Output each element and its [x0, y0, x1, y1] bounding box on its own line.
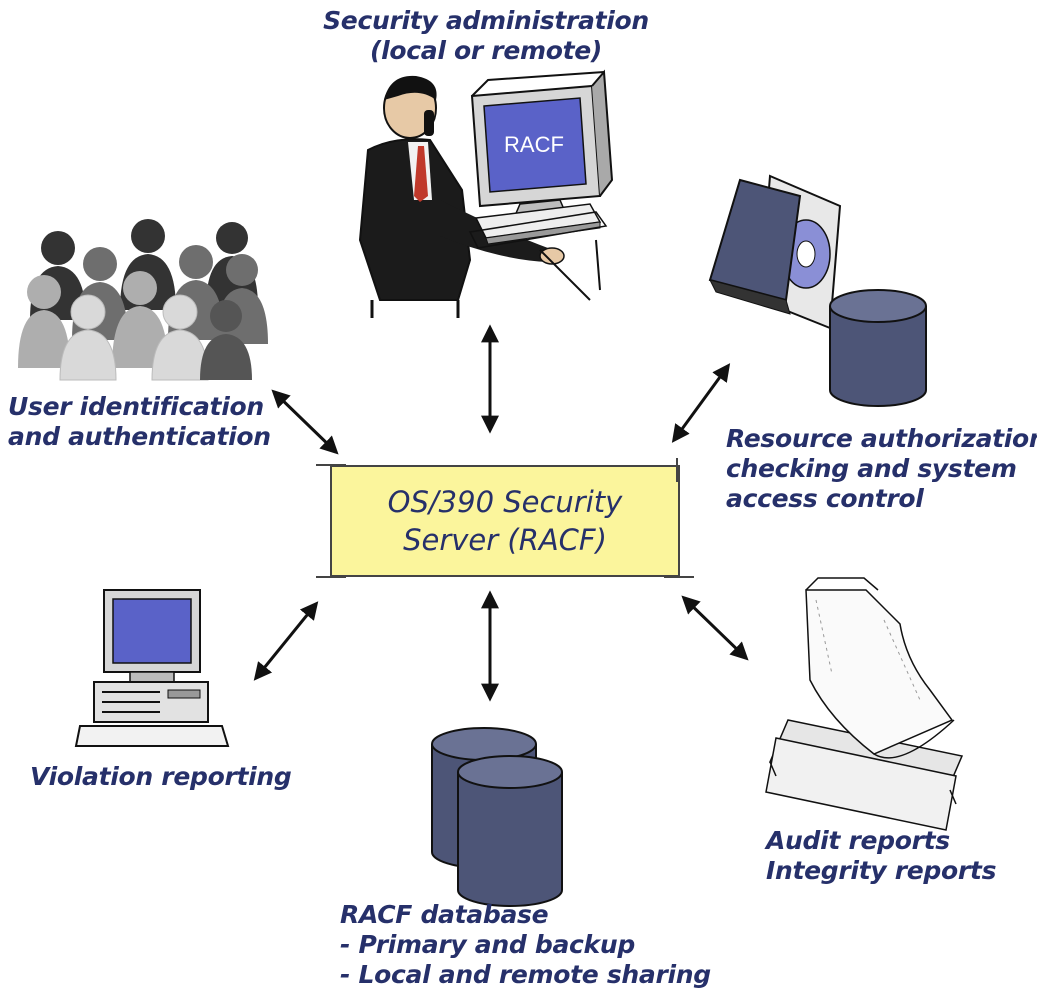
resource-label-line2: checking and system: [726, 454, 1017, 483]
admin-label: Security administration (local or remote…: [296, 6, 676, 66]
user-label: User identification and authentication: [8, 392, 271, 452]
box-corner-mark: [676, 458, 678, 482]
audit-label-line1: Audit reports: [766, 826, 950, 855]
server-title-line1: OS/390 Security: [387, 485, 623, 519]
security-server-box: OS/390 Security Server (RACF): [330, 465, 680, 577]
admin-label-line1: Security administration: [323, 6, 649, 35]
box-corner-mark: [316, 576, 346, 578]
database-label-line1: RACF database: [340, 900, 549, 929]
violation-arrow: [253, 601, 319, 681]
security-admin-icon: [358, 75, 565, 318]
database-cylinder-icon: [431, 727, 563, 907]
audit-label-line2: Integrity reports: [766, 856, 997, 885]
violation-label: Violation reporting: [30, 762, 292, 792]
database-label: RACF database - Primary and backup - Loc…: [340, 900, 711, 990]
tape-drive-icon: [708, 174, 842, 330]
user-crowd-icon: [18, 219, 268, 381]
user-arrow: [271, 389, 339, 455]
violation-computer-icon: [74, 589, 230, 747]
box-corner-mark: [316, 464, 346, 466]
user-label-line2: and authentication: [8, 422, 271, 451]
audit-arrow: [681, 595, 749, 661]
resource-label-line1: Resource authorization: [726, 424, 1037, 453]
user-label-line1: User identification: [8, 392, 264, 421]
printout-icon: [765, 577, 964, 831]
violation-label-line1: Violation reporting: [30, 762, 292, 791]
database-label-line2: - Primary and backup: [340, 930, 635, 959]
server-title-line2: Server (RACF): [403, 523, 607, 557]
monitor-racf-label: RACF: [504, 132, 564, 157]
storage-cylinder-icon: [829, 289, 927, 407]
audit-label: Audit reports Integrity reports: [766, 826, 996, 886]
resource-label: Resource authorization checking and syst…: [726, 424, 1037, 514]
admin-monitor-icon: [468, 69, 614, 301]
admin-label-line2: (local or remote): [369, 36, 603, 65]
box-corner-mark: [664, 576, 694, 578]
resource-arrow: [671, 363, 731, 443]
resource-label-line3: access control: [726, 484, 924, 513]
database-label-line3: - Local and remote sharing: [340, 960, 711, 989]
